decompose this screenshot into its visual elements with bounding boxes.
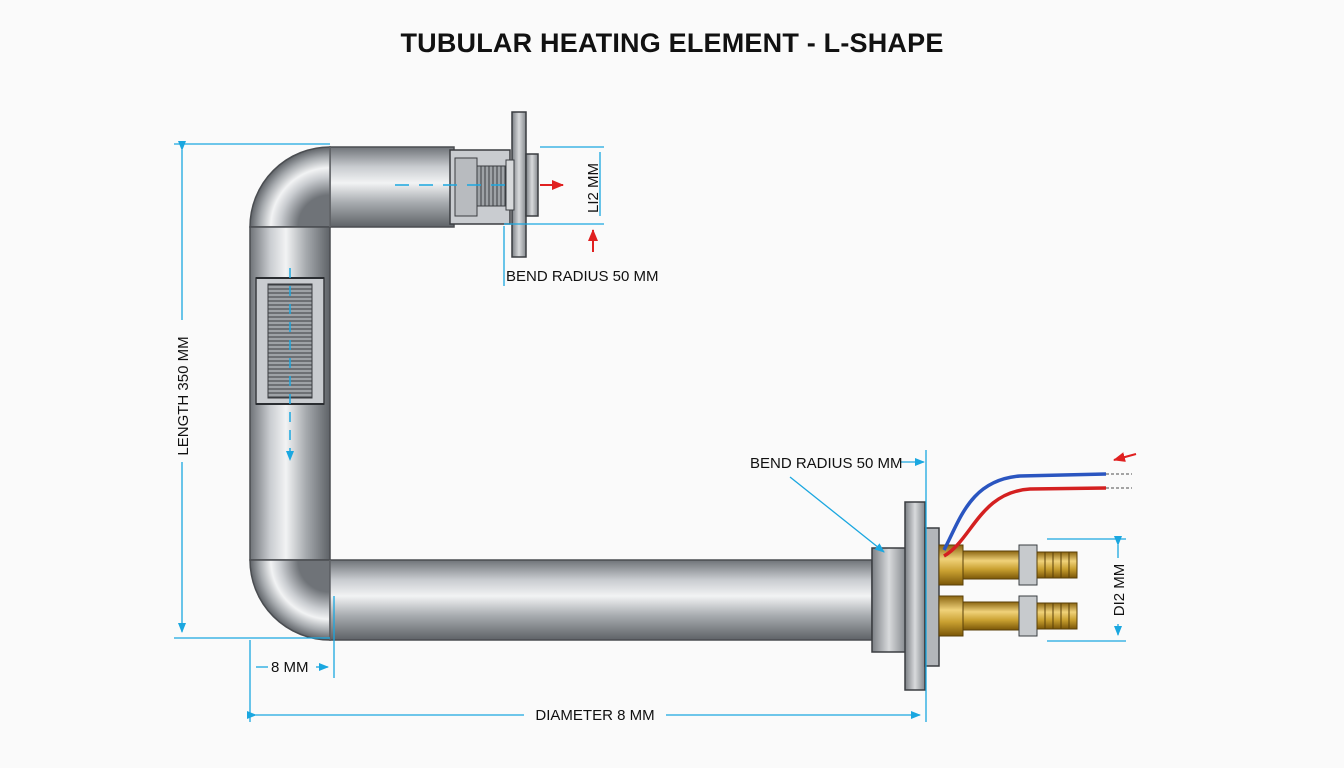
diagram-title: TUBULAR HEATING ELEMENT - L-SHAPE	[400, 28, 944, 58]
tube-bottom-segment	[329, 559, 873, 641]
red-indicator-arrows	[540, 180, 598, 252]
diameter-label: DIAMETER 8 MM	[535, 707, 654, 724]
tube	[249, 146, 873, 641]
di2-label: DI2 MM	[1111, 564, 1128, 617]
vertical-cutaway-section	[255, 268, 325, 461]
lead-wires	[942, 452, 1137, 558]
bend-radius-right-label: BEND RADIUS 50 MM	[750, 455, 903, 472]
dim-8mm-label: 8 MM	[271, 659, 309, 676]
tube-top-segment	[329, 146, 455, 228]
top-cutaway-section	[395, 149, 520, 225]
terminal-upper	[938, 544, 1078, 586]
bend-radius-top-label: BEND RADIUS 50 MM	[506, 268, 659, 285]
terminal-lower	[938, 595, 1078, 637]
wire-red	[943, 486, 1107, 558]
tube-top-bend	[249, 146, 331, 228]
wire-blue	[942, 472, 1107, 551]
dimension-lines	[174, 141, 1126, 722]
tube-bottom-bend	[249, 559, 331, 641]
length-label: LENGTH 350 MM	[175, 336, 192, 455]
bottom-flange	[871, 501, 940, 691]
li2-label: LI2 MM	[585, 163, 602, 213]
top-flange	[505, 111, 539, 258]
